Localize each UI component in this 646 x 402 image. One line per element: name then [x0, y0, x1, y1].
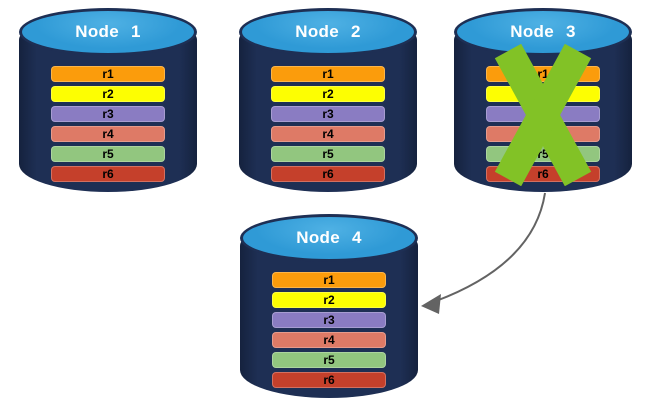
- replica-row-r5: r5: [271, 146, 385, 162]
- cylinder-top: Node 4: [240, 214, 418, 262]
- replica-row-r2: r2: [272, 292, 386, 308]
- node-label: Node 3: [510, 22, 576, 41]
- cylinder-top: Node 2: [239, 8, 417, 56]
- replica-row-r4: r4: [51, 126, 165, 142]
- node-label: Node 2: [295, 22, 361, 41]
- db-node-2: Node 2 r1 r2 r3 r4 r5 r6: [239, 8, 417, 192]
- replica-row-r1: r1: [271, 66, 385, 82]
- replica-row-r1: r1: [51, 66, 165, 82]
- failover-arrow-path: [435, 192, 546, 302]
- replica-rows: r1 r2 r3 r4 r5 r6: [51, 66, 165, 182]
- replica-row-r2: r2: [271, 86, 385, 102]
- replica-row-r6: r6: [51, 166, 165, 182]
- replica-row-r1: r1: [272, 272, 386, 288]
- replica-row-r6: r6: [272, 372, 386, 388]
- replica-row-r5: r5: [272, 352, 386, 368]
- replica-row-r5: r5: [51, 146, 165, 162]
- replica-rows: r1 r2 r3 r4 r5 r6: [271, 66, 385, 182]
- failure-x-icon: [494, 44, 592, 186]
- cylinder-top: Node 1: [19, 8, 197, 56]
- replica-row-r4: r4: [271, 126, 385, 142]
- db-node-1: Node 1 r1 r2 r3 r4 r5 r6: [19, 8, 197, 192]
- db-node-4: Node 4 r1 r2 r3 r4 r5 r6: [240, 214, 418, 398]
- node-label: Node 4: [296, 228, 362, 247]
- replica-row-r3: r3: [51, 106, 165, 122]
- replica-row-r3: r3: [272, 312, 386, 328]
- replica-row-r4: r4: [272, 332, 386, 348]
- replica-row-r2: r2: [51, 86, 165, 102]
- failover-arrowhead-icon: [421, 294, 441, 314]
- replica-row-r3: r3: [271, 106, 385, 122]
- cylinder-top: Node 3: [454, 8, 632, 56]
- replica-row-r6: r6: [271, 166, 385, 182]
- node-label: Node 1: [75, 22, 141, 41]
- replica-rows: r1 r2 r3 r4 r5 r6: [272, 272, 386, 388]
